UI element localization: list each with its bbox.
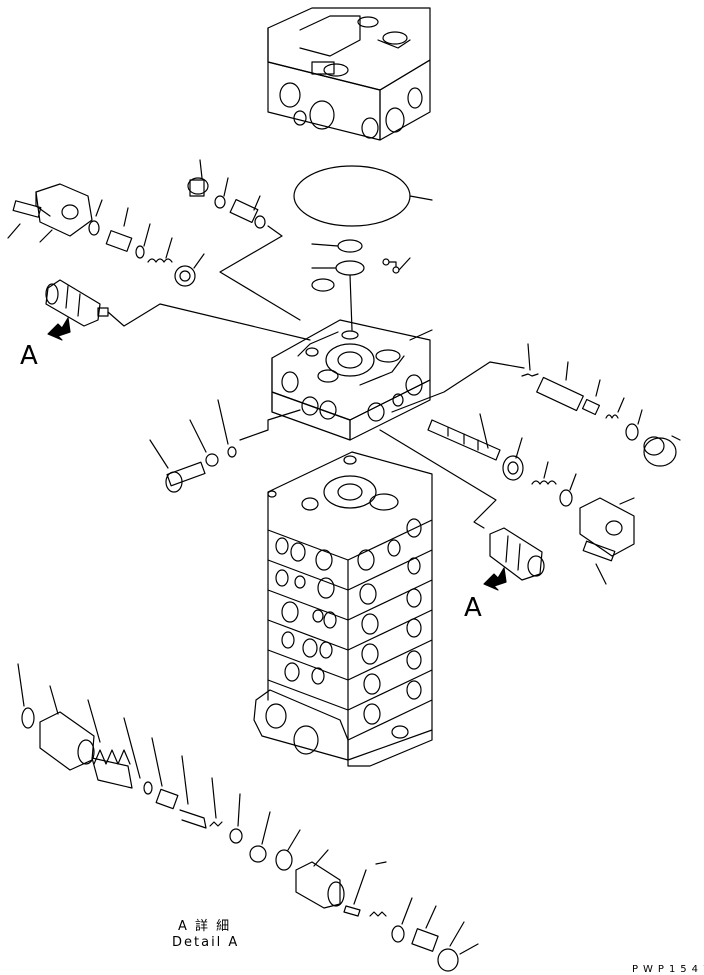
- top-cover-block: [267, 7, 431, 141]
- relief-plug-parts: [187, 159, 301, 321]
- view-arrow-left: [47, 317, 71, 341]
- left-plug-parts: [105, 207, 205, 287]
- bolt-left-middle: [149, 399, 301, 493]
- small-o-rings: [311, 239, 411, 331]
- view-arrow-right: [483, 567, 507, 591]
- view-label-left: A: [20, 341, 38, 371]
- right-plug-stack: [391, 343, 681, 467]
- cartridge-right: [379, 429, 545, 581]
- detail-caption-japanese: A 詳 細: [178, 918, 231, 934]
- large-o-ring: [293, 165, 433, 227]
- valve-section-stack: [253, 451, 433, 767]
- middle-valve-head: [271, 319, 433, 441]
- flange-upper-left: [7, 183, 103, 243]
- spool-right: [427, 413, 577, 507]
- detail-a-parts: [17, 663, 479, 972]
- detail-caption-english: Detail A: [172, 935, 239, 950]
- cartridge-left: [45, 279, 311, 341]
- flange-right: [579, 497, 635, 585]
- drawing-code: PWP1547: [632, 964, 704, 975]
- view-label-right: A: [464, 593, 482, 623]
